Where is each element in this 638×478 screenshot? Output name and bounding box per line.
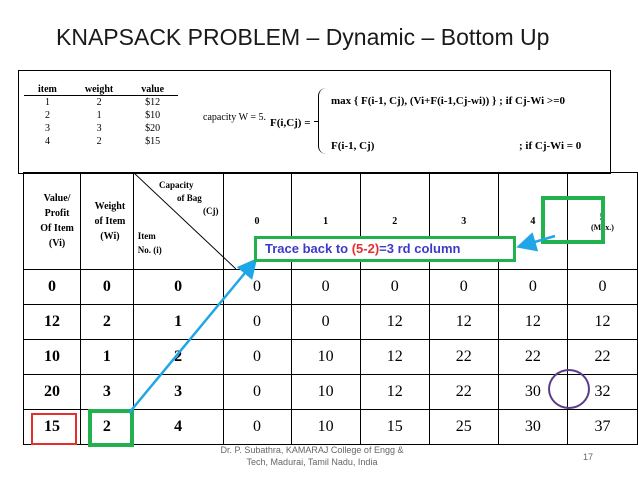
header-line: of Item [94, 215, 126, 227]
dp-cell: 22 [497, 339, 568, 375]
dp-cell: 0 [290, 269, 361, 305]
formula-case-2: F(i-1, Cj) [331, 140, 375, 152]
dp-cell: 10 [290, 374, 361, 410]
dp-col-header: 4 [497, 172, 568, 270]
dp-cell: 12 [497, 304, 568, 340]
dp-item-cell: 0 [132, 269, 224, 305]
capacity-label: Capacity of Bag (Cj) [159, 179, 219, 218]
header-line: Weight [94, 200, 126, 212]
header-line: (Cj) [203, 206, 219, 216]
dp-cell: 15 [359, 409, 430, 445]
header-line: (Vi) [48, 238, 66, 249]
items-cell: $15 [145, 136, 161, 147]
trace-prefix: Trace back to [265, 241, 352, 256]
footer-credit: Dr. P. Subathra, KAMARAJ College of Engg… [220, 445, 404, 467]
header-line: Capacity [159, 180, 194, 190]
items-cell: 4 [44, 136, 50, 147]
dp-cell: 12 [359, 374, 430, 410]
items-cell: 1 [96, 110, 102, 121]
dp-weight-cell: 3 [80, 374, 134, 410]
trace-suffix: =3 rd column [379, 241, 461, 256]
header-line: Profit [44, 208, 70, 219]
dp-cell: 0 [290, 304, 361, 340]
dp-cell: 0 [428, 269, 499, 305]
dp-cell: 10 [290, 339, 361, 375]
dp-cell: 25 [428, 409, 499, 445]
dp-cell: 10 [290, 409, 361, 445]
items-cell: 1 [44, 97, 50, 108]
header-line: No. (i) [137, 245, 162, 255]
dp-cell: 30 [497, 409, 568, 445]
diagonal-line [133, 173, 236, 269]
items-row: 4 2 $15 [24, 135, 178, 148]
formula-lhs: F(i,Cj) = [270, 117, 311, 129]
arrow-to-trace [128, 258, 258, 414]
arrow-from-max [516, 232, 556, 252]
items-cell: 3 [96, 123, 102, 134]
items-cell: $20 [145, 123, 161, 134]
trace-callout: Trace back to (5-2)=3 rd column [254, 236, 516, 262]
value-15-highlight [31, 413, 77, 445]
page-number: 17 [583, 452, 594, 462]
dp-cell: 37 [566, 409, 638, 445]
items-cell: $10 [145, 110, 161, 121]
dp-weight-cell: 2 [80, 304, 134, 340]
header-line: Value/ [43, 193, 71, 204]
dp-cell: 22 [428, 339, 499, 375]
formula-case-2-condition: ; if Cj-Wi = 0 [519, 140, 582, 152]
dp-header-weight: Weight of Item (Wi) [80, 172, 134, 270]
dp-row: 12 2 1 0 0 12 12 12 12 [22, 304, 638, 340]
items-cell: 2 [44, 110, 50, 121]
items-table: item weight value 1 2 $12 2 1 $10 3 3 $2… [24, 84, 179, 148]
items-header-value: value [127, 84, 179, 96]
result-32-circle [548, 369, 590, 409]
dp-cell: 12 [359, 339, 430, 375]
header-line: Item [137, 231, 156, 241]
weight-2-highlight [88, 409, 134, 447]
dp-cell: 12 [428, 304, 499, 340]
items-header-item: item [24, 84, 71, 96]
dp-cell: 0 [566, 269, 638, 305]
dp-weight-cell: 1 [80, 339, 134, 375]
dp-cell: 0 [497, 269, 568, 305]
header-line: Of Item [40, 223, 74, 234]
formula-case-1: max { F(i-1, Cj), (Vi+F(i-1,Cj-wi)) } ; … [331, 95, 565, 107]
capacity-text: capacity W = 5. [203, 112, 267, 123]
dp-weight-cell: 0 [80, 269, 134, 305]
dp-header-capacity-item: Capacity of Bag (Cj) Item No. (i) [132, 172, 236, 270]
dp-cell: 0 [222, 409, 292, 445]
items-row: 2 1 $10 [24, 109, 178, 122]
dp-cell: 22 [428, 374, 499, 410]
items-header-weight: weight [70, 84, 128, 96]
dp-item-cell: 2 [132, 339, 224, 375]
dp-item-cell: 1 [132, 304, 224, 340]
formula-brace-tip [314, 121, 319, 122]
dp-row: 10 1 2 0 10 12 22 22 22 [22, 339, 638, 375]
dp-value-cell: 20 [22, 374, 82, 410]
dp-header-value: Value/ Profit Of Item (Vi) [22, 172, 82, 270]
slide-title: KNAPSACK PROBLEM – Dynamic – Bottom Up [56, 24, 550, 50]
items-cell: 2 [96, 97, 102, 108]
items-row: 1 2 $12 [24, 96, 178, 110]
max-column-highlight [541, 196, 605, 244]
dp-value-cell: 0 [22, 269, 82, 305]
dp-cell: 22 [566, 339, 638, 375]
header-line: (Wi) [100, 230, 120, 242]
item-label: Item No. (i) [138, 229, 162, 257]
dp-row: 0 0 0 0 0 0 0 0 0 [22, 269, 638, 305]
dp-row: 15 2 4 0 10 15 25 30 37 [22, 409, 638, 445]
header-line: of Bag [177, 193, 202, 203]
dp-table: Value/ Profit Of Item (Vi) Weight of Ite… [22, 172, 638, 445]
items-cell: 2 [96, 136, 102, 147]
trace-highlight: (5-2) [351, 241, 380, 256]
dp-cell: 12 [566, 304, 638, 340]
items-cell: 3 [44, 123, 50, 134]
dp-cell: 0 [359, 269, 430, 305]
items-row: 3 3 $20 [24, 122, 178, 135]
items-cell: $12 [145, 97, 161, 108]
dp-value-cell: 10 [22, 339, 82, 375]
